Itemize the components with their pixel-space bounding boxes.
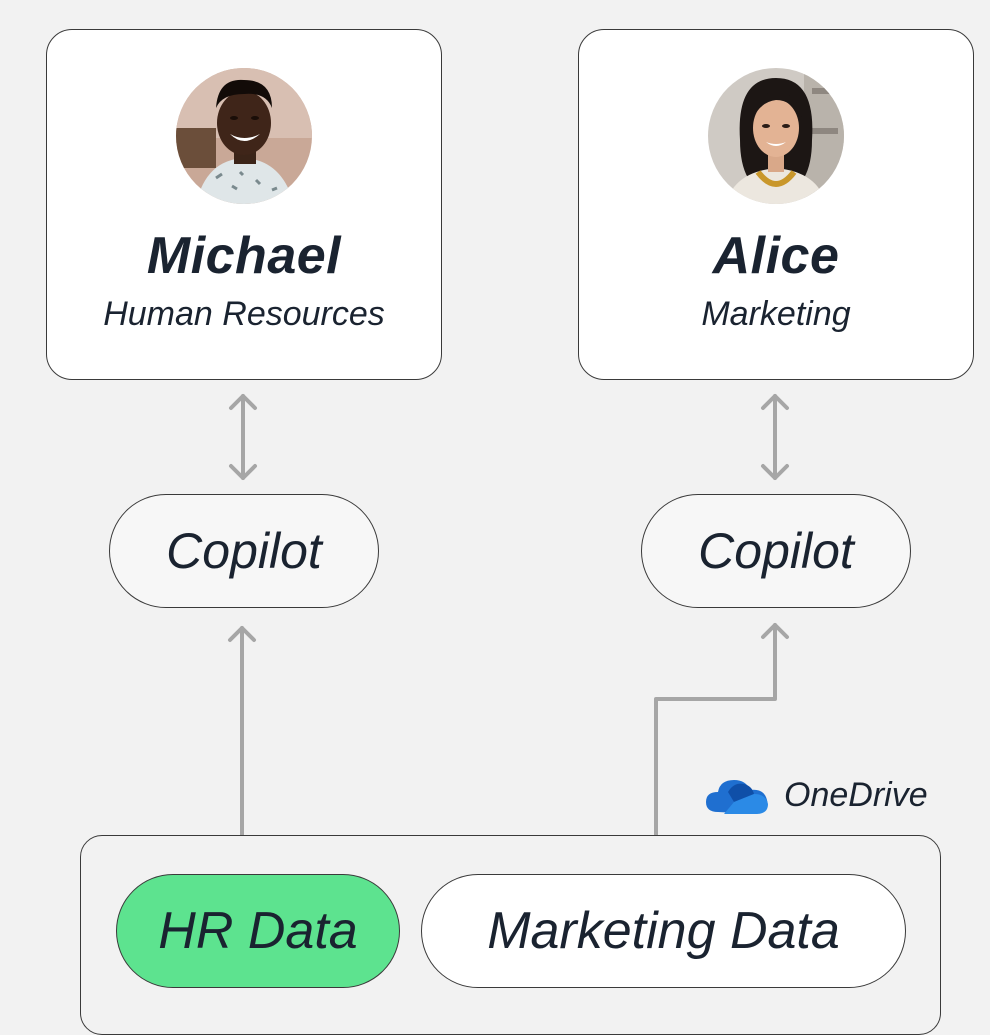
onedrive-storage-container: HR Data Marketing Data [80, 835, 941, 1035]
michael-copilot-arrow [229, 394, 257, 480]
person-name-michael: Michael [146, 227, 342, 285]
hr-data-node: HR Data [116, 874, 400, 988]
onedrive-label: OneDrive [784, 776, 928, 814]
person-card-michael: Michael Human Resources [46, 29, 442, 380]
avatar-alice [708, 68, 844, 204]
person-department-alice: Marketing [701, 295, 851, 333]
person-name-alice: Alice [712, 227, 840, 285]
copilot-node-michael: Copilot [109, 494, 379, 608]
copilot-marketing-data-arrow [642, 623, 789, 857]
person-department-michael: Human Resources [103, 295, 385, 333]
copilot-hr-data-arrow [228, 626, 256, 862]
alice-copilot-arrow [761, 394, 789, 480]
person-card-alice: Alice Marketing [578, 29, 974, 380]
avatar-michael [176, 68, 312, 204]
marketing-data-node: Marketing Data [421, 874, 906, 988]
copilot-node-alice: Copilot [641, 494, 911, 608]
onedrive-cloud-icon [706, 780, 768, 814]
